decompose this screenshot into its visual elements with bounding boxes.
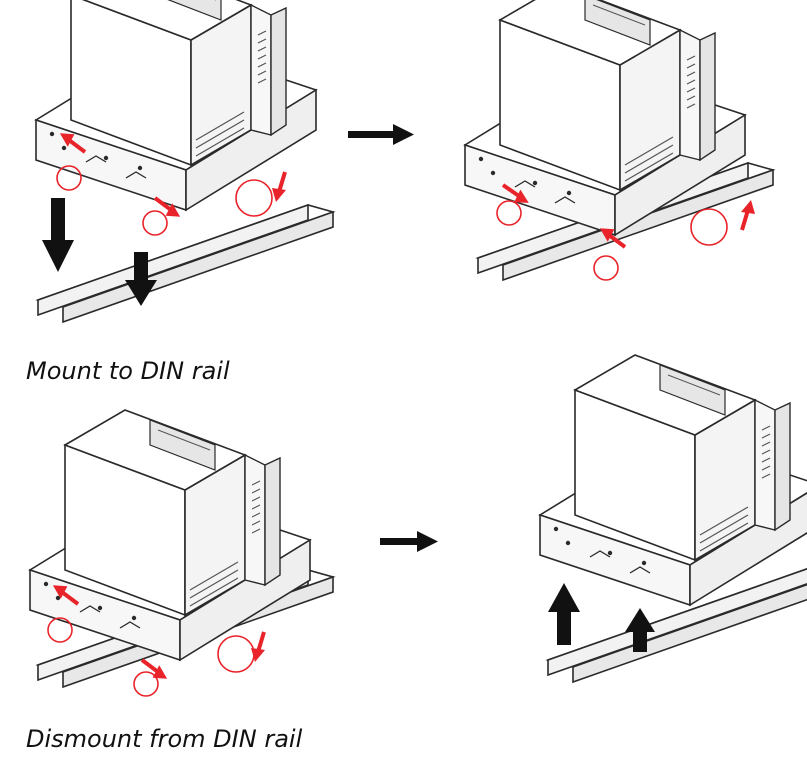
mount-caption: Mount to DIN rail [26,357,230,385]
circle-marker [47,617,73,643]
step-arrow-icon [348,124,414,145]
mount-step-1-panel [35,0,334,323]
step-arrow-icon [380,531,438,552]
circle-marker [690,208,728,246]
dismount-caption: Dismount from DIN rail [26,725,303,753]
black-arrow-down [125,252,157,306]
red-arrow [270,170,288,204]
circle-marker [133,671,159,697]
circle-marker [235,179,273,217]
black-arrow-up [548,583,580,645]
circle-marker [593,255,619,281]
dismount-step-2-panel [539,354,807,683]
red-arrow [739,198,757,232]
black-arrow-up [625,608,655,652]
black-arrow-down [42,198,74,272]
circle-marker [217,635,255,673]
circle-marker [142,210,168,236]
circle-marker [56,165,82,191]
circle-marker [496,200,522,226]
red-arrow [135,657,173,685]
mount-step-2-panel [464,0,774,281]
dismount-step-1-panel [29,409,334,697]
